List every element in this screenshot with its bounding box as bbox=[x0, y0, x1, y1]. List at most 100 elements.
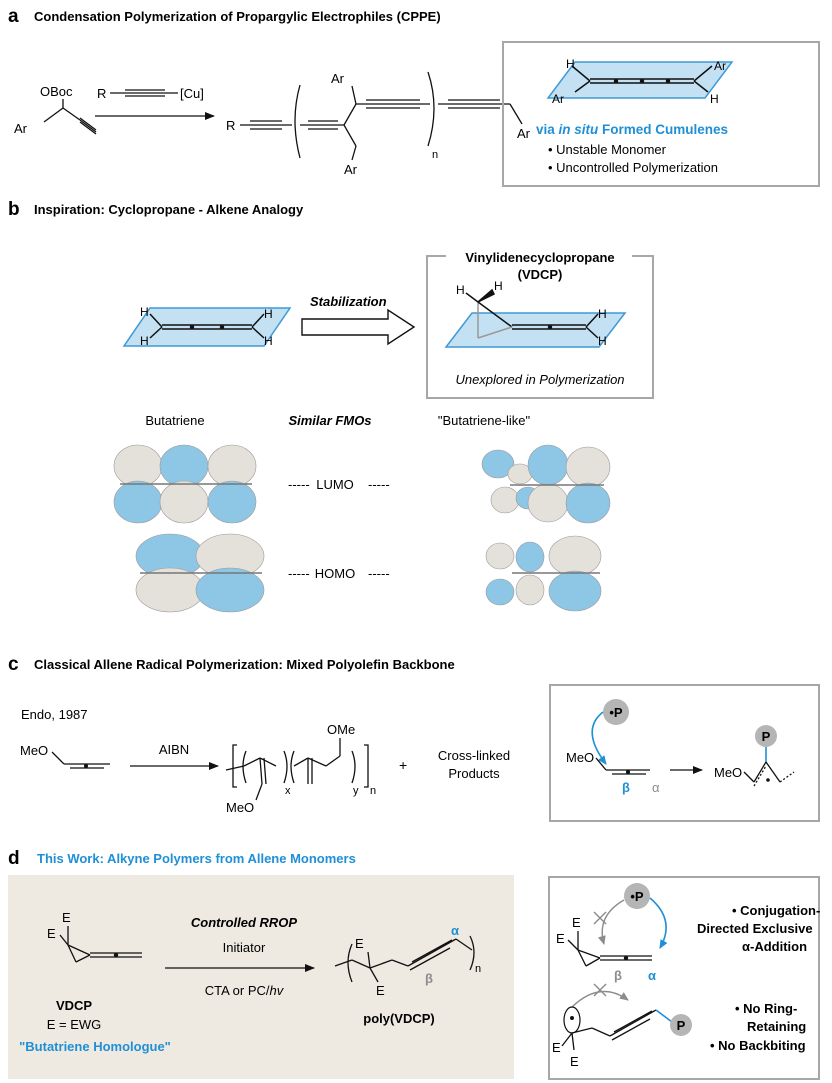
panel-c-attack-arrow bbox=[591, 711, 607, 765]
panel-c-radical-badge bbox=[603, 699, 629, 725]
panel-c-sub-n: n bbox=[370, 785, 376, 797]
panel-d-poly-e2: E bbox=[376, 983, 385, 998]
panel-a-reagent-alkyne bbox=[110, 89, 178, 97]
panel-b-homo-right bbox=[485, 535, 602, 612]
panel-a-reactant bbox=[43, 99, 97, 135]
panel-d-poly-e1: E bbox=[355, 936, 364, 951]
panel-d-monomer-tag: "Butatriene Homologue" bbox=[19, 1039, 171, 1054]
panel-d-poly-n: n bbox=[475, 963, 481, 975]
panel-c-side-2: Products bbox=[448, 766, 500, 781]
panel-c-title: Classical Allene Radical Polymerization:… bbox=[34, 657, 455, 672]
panel-d-p-label: P bbox=[677, 1018, 686, 1033]
panel-c-allyl-radical bbox=[743, 761, 795, 787]
panel-b-right-label: "Butatriene-like" bbox=[438, 413, 531, 428]
panel-b-mid-label: Similar FMOs bbox=[288, 413, 371, 428]
panel-d-box-e4: E bbox=[570, 1054, 579, 1069]
panel-d-note-1a: • Conjugation- bbox=[732, 903, 820, 918]
panel-d-cross-mark bbox=[593, 911, 607, 925]
panel-a-ar-left: Ar bbox=[552, 92, 564, 106]
panel-c-letter: c bbox=[8, 654, 19, 675]
panel-c-sub-y: y bbox=[353, 785, 359, 797]
panel-a-ar-reactant: Ar bbox=[14, 121, 28, 136]
panel-c-meo-result: MeO bbox=[714, 765, 742, 780]
panel-b-homo-dash-right: ----- bbox=[368, 566, 390, 581]
panel-a-box-title-post: Formed Cumulenes bbox=[598, 122, 728, 137]
panel-b-lumo-left bbox=[113, 444, 257, 524]
panel-b-h2: H bbox=[140, 334, 149, 348]
panel-d: d This Work: Alkyne Polymers from Allene… bbox=[8, 848, 820, 1080]
panel-a-product-chain bbox=[240, 71, 523, 161]
panel-b-butatriene-dots bbox=[189, 324, 225, 330]
panel-d-p-badge bbox=[670, 1014, 692, 1036]
panel-d-box-monomer-dot bbox=[623, 955, 629, 961]
panel-d-product-name: poly(VDCP) bbox=[363, 1011, 435, 1026]
panel-b-homo-label: HOMO bbox=[315, 566, 355, 581]
panel-d-letter: d bbox=[8, 848, 20, 869]
panel-b-lumo-right bbox=[481, 444, 611, 524]
panel-c: c Classical Allene Radical Polymerizatio… bbox=[8, 654, 820, 822]
panel-d-box-e3: E bbox=[552, 1040, 561, 1055]
panel-d-title: This Work: Alkyne Polymers from Allene M… bbox=[37, 851, 356, 866]
panel-a-box-title: via in situ Formed Cumulenes bbox=[536, 122, 728, 137]
panel-d-radical-label: •P bbox=[630, 889, 644, 904]
panel-b-butatriene bbox=[149, 313, 265, 339]
panel-b-homo-left bbox=[135, 533, 265, 613]
panel-a-plane bbox=[546, 61, 734, 99]
panel-d-opened-chain bbox=[561, 1009, 657, 1051]
panel-b-vdcp-title-2: (VDCP) bbox=[518, 267, 563, 282]
panel-a-oboc: OBoc bbox=[40, 84, 73, 99]
panel-a-sub-n: n bbox=[432, 149, 438, 161]
panel-b-h4: H bbox=[264, 334, 273, 348]
panel-d-monomer-dot bbox=[113, 952, 119, 958]
panel-d-box bbox=[548, 876, 820, 1080]
panel-c-ome-product: OMe bbox=[327, 722, 355, 737]
panel-b-lumo-dash-left: ----- bbox=[288, 477, 310, 492]
panel-d-radical-dot bbox=[570, 1016, 574, 1020]
panel-b-vdcp-h4: H bbox=[598, 334, 607, 348]
panel-c-sub-x: x bbox=[285, 785, 291, 797]
panel-c-allyl-dot bbox=[766, 778, 770, 782]
panel-a: a Condensation Polymerization of Proparg… bbox=[8, 6, 820, 187]
panel-d-arrow-bottom-pre: CTA or PC/ bbox=[205, 983, 270, 998]
panel-d-blocked-arrow bbox=[597, 899, 625, 945]
panel-b-vdcp-h2: H bbox=[494, 279, 503, 293]
panel-b-vdcp-h3: H bbox=[598, 307, 607, 321]
panel-a-ar-right: Ar bbox=[714, 59, 726, 73]
panel-d-note-2c: • No Backbiting bbox=[710, 1038, 806, 1053]
panel-c-meo-box: MeO bbox=[566, 750, 594, 765]
panel-b-h1: H bbox=[140, 305, 149, 319]
panel-c-radical-label: •P bbox=[609, 705, 623, 720]
panel-c-alpha: α bbox=[652, 780, 660, 795]
panel-b-vdcp-dot bbox=[547, 324, 553, 330]
panel-d-monomer-name: VDCP bbox=[56, 998, 92, 1013]
panel-c-plus: + bbox=[399, 757, 407, 773]
panel-c-allene-dot bbox=[84, 764, 88, 768]
panel-d-backbite-cross bbox=[593, 983, 607, 997]
panel-a-box-title-pre: via bbox=[536, 122, 559, 137]
panel-c-side-1: Cross-linked bbox=[438, 748, 510, 763]
panel-d-poly-beta: β bbox=[425, 971, 433, 986]
panel-a-box-title-italic: in situ bbox=[559, 122, 600, 137]
panel-b-vdcp-note: Unexplored in Polymerization bbox=[455, 372, 624, 387]
panel-c-beta: β bbox=[622, 780, 630, 795]
panel-b-plane-right bbox=[444, 312, 627, 348]
panel-d-box-monomer bbox=[567, 931, 652, 967]
panel-d-p-bond bbox=[655, 1009, 673, 1023]
panel-b-lumo-dash-right: ----- bbox=[368, 477, 390, 492]
panel-d-radical-badge bbox=[624, 883, 650, 909]
panel-d-polymer bbox=[334, 935, 475, 983]
panel-a-reagent-cu: [Cu] bbox=[180, 86, 204, 101]
panel-a-h-right: H bbox=[710, 92, 719, 106]
panel-c-box-allene-dot bbox=[626, 770, 630, 774]
panel-a-reagent-r: R bbox=[97, 86, 106, 101]
panel-b-plane-left bbox=[122, 307, 292, 347]
panel-c-meo-product: MeO bbox=[226, 800, 254, 815]
panel-b-left-label: Butatriene bbox=[145, 413, 204, 428]
panel-a-letter: a bbox=[8, 6, 19, 27]
panel-c-allene bbox=[51, 751, 110, 769]
panel-c-p-badge bbox=[755, 725, 777, 747]
panel-b-arrow-label: Stabilization bbox=[310, 294, 387, 309]
panel-b-lumo-label: LUMO bbox=[316, 477, 354, 492]
panel-d-note-2b: Retaining bbox=[747, 1019, 806, 1034]
panel-a-box-item-1: • Unstable Monomer bbox=[548, 142, 667, 157]
